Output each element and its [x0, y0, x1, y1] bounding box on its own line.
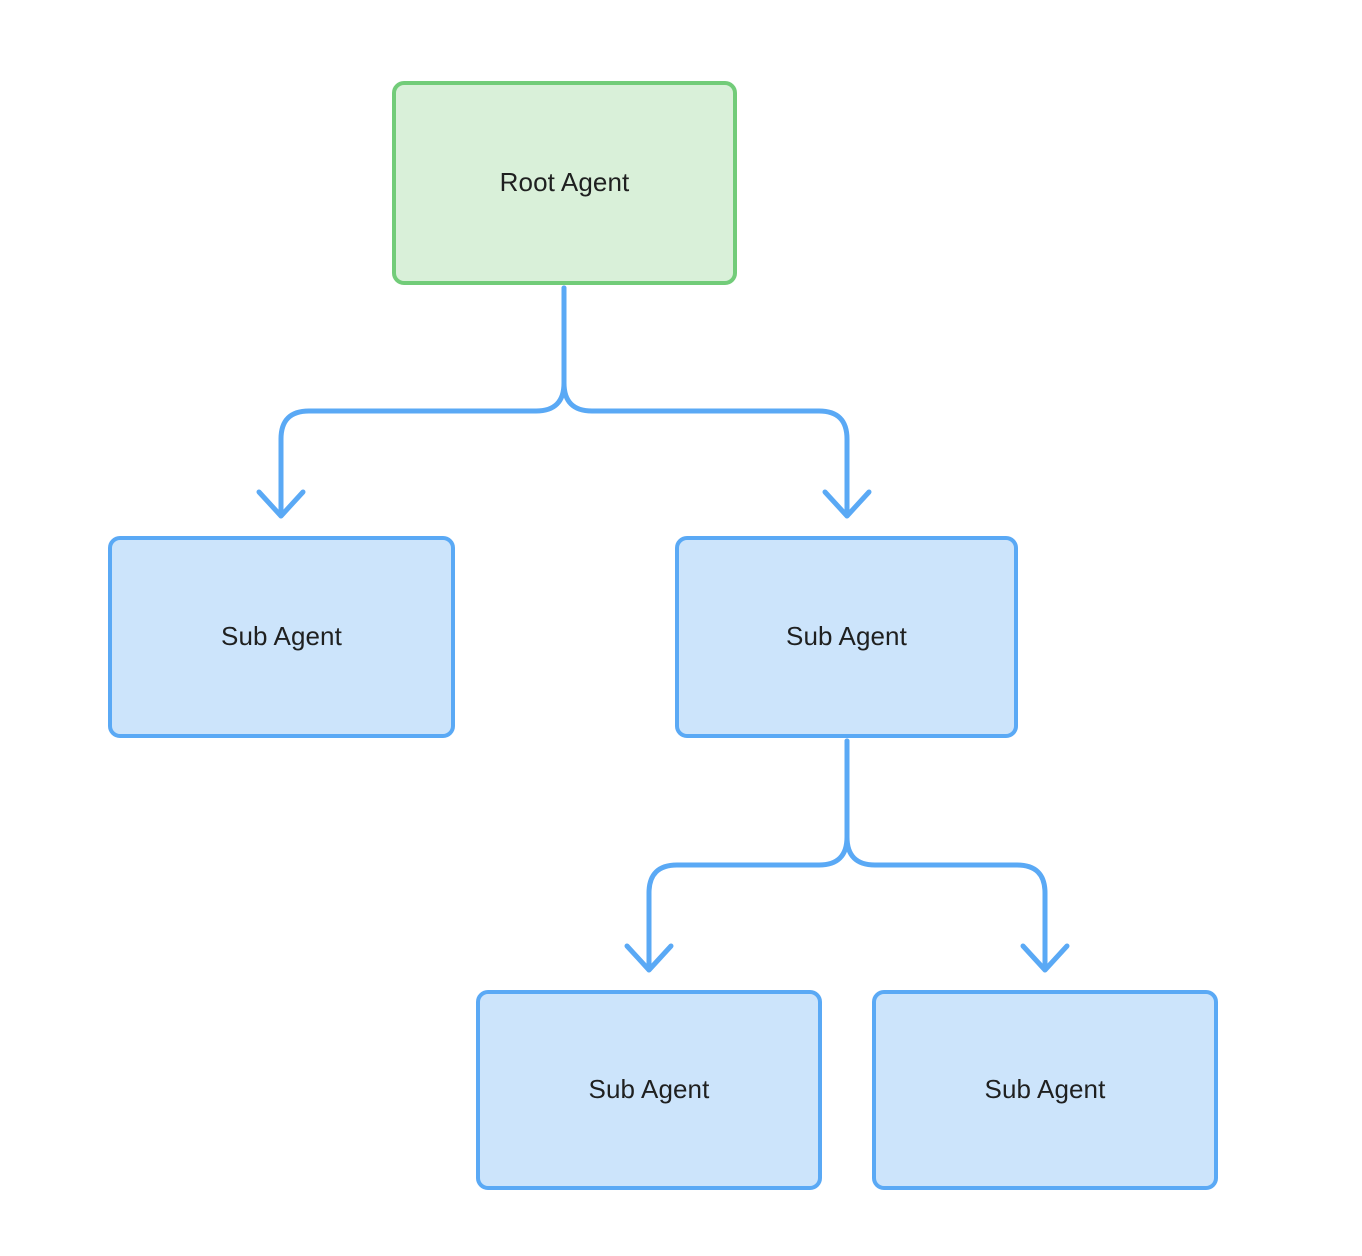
node-sub-agent-2-2-label: Sub Agent	[984, 1074, 1106, 1105]
node-sub-agent-2-2[interactable]: Sub Agent	[872, 990, 1218, 1190]
edge-sub-agent-2-to-sub-agent-2-2	[844, 738, 1070, 973]
edge-sub-agent-2-to-sub-agent-2-1	[624, 738, 850, 973]
node-root-agent-label: Root Agent	[499, 167, 630, 198]
node-sub-agent-1[interactable]: Sub Agent	[108, 536, 455, 738]
node-sub-agent-1-label: Sub Agent	[221, 621, 342, 652]
edge-root-to-sub-agent-2	[561, 285, 872, 519]
node-sub-agent-2[interactable]: Sub Agent	[675, 536, 1018, 738]
arrowhead-icon	[1020, 943, 1070, 973]
node-sub-agent-2-1-label: Sub Agent	[588, 1074, 710, 1105]
edge-root-to-sub-agent-1	[256, 285, 567, 519]
node-sub-agent-2-1[interactable]: Sub Agent	[476, 990, 822, 1190]
node-root-agent[interactable]: Root Agent	[392, 81, 737, 285]
arrowhead-icon	[822, 489, 872, 519]
arrowhead-icon	[624, 943, 674, 973]
node-sub-agent-2-label: Sub Agent	[786, 621, 907, 652]
arrowhead-icon	[256, 489, 306, 519]
